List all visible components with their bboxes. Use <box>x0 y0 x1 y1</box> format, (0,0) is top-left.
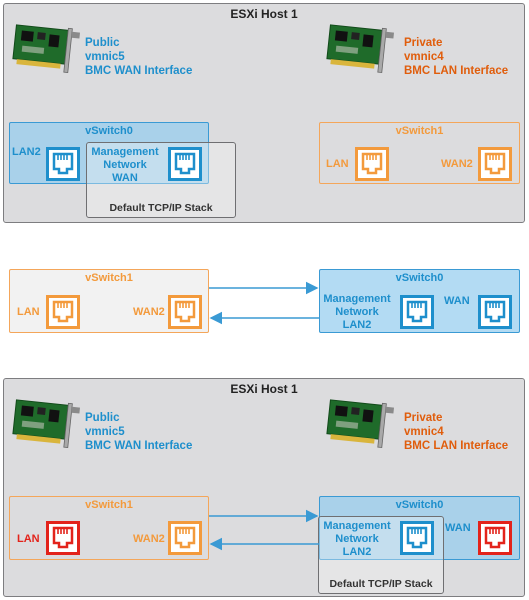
vswitch-title: vSwitch1 <box>85 499 133 511</box>
vswitch-title: vSwitch0 <box>395 499 444 511</box>
network-card-icon <box>12 24 80 73</box>
esxi-host-bottom: ESXi Host 1 <box>3 378 525 597</box>
management-network-label: Management Network WAN <box>91 146 159 184</box>
ethernet-port-icon <box>400 295 434 329</box>
port-label-lan: LAN <box>17 533 40 545</box>
port-label-lan2: LAN2 <box>12 146 41 158</box>
network-card-icon <box>12 399 80 448</box>
ethernet-port-icon <box>46 521 80 555</box>
host-title: ESXi Host 1 <box>230 7 298 21</box>
ethernet-port-icon <box>478 521 512 555</box>
management-network-label: Management Network LAN2 <box>323 293 391 331</box>
stack-label: Default TCP/IP Stack <box>109 202 213 214</box>
ethernet-port-icon <box>168 521 202 555</box>
ethernet-port-icon <box>355 147 389 181</box>
port-label-lan: LAN <box>326 158 349 170</box>
ethernet-port-icon <box>168 147 202 181</box>
host-title: ESXi Host 1 <box>230 382 298 396</box>
port-label-wan2: WAN2 <box>133 533 165 545</box>
esxi-host-top: ESXi Host 1 <box>3 3 525 223</box>
management-network-label: Management Network LAN2 <box>323 520 391 558</box>
nic-public-label: Public vmnic5 BMC WAN Interface <box>85 37 193 77</box>
port-label-wan: WAN <box>445 522 471 534</box>
vswitch-title: vSwitch0 <box>395 272 444 284</box>
ethernet-port-icon <box>46 147 80 181</box>
nic-private-label: Private vmnic4 BMC LAN Interface <box>404 412 509 452</box>
ethernet-port-icon <box>478 147 512 181</box>
ethernet-port-icon <box>400 521 434 555</box>
ethernet-port-icon <box>46 295 80 329</box>
network-card-icon <box>326 24 394 73</box>
default-tcpip-stack-top: Default TCP/IP Stack <box>86 142 236 218</box>
port-label-wan: WAN <box>444 295 470 307</box>
port-label-wan2: WAN2 <box>133 306 165 318</box>
ethernet-port-icon <box>478 295 512 329</box>
vswitch-title: vSwitch0 <box>85 125 133 137</box>
nic-private-label: Private vmnic4 BMC LAN Interface <box>404 37 509 77</box>
network-card-icon <box>326 399 394 448</box>
vswitch-title: vSwitch1 <box>395 125 444 137</box>
ethernet-port-icon <box>168 295 202 329</box>
vswitch-title: vSwitch1 <box>85 272 133 284</box>
nic-public-label: Public vmnic5 BMC WAN Interface <box>85 412 193 452</box>
port-label-lan: LAN <box>17 306 40 318</box>
port-label-wan2: WAN2 <box>441 158 473 170</box>
stack-label: Default TCP/IP Stack <box>329 578 433 590</box>
